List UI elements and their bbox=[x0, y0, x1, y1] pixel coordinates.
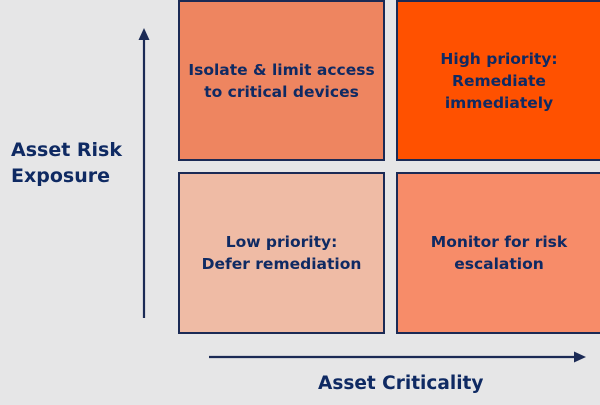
quadrant-text: Monitor for risk escalation bbox=[430, 233, 568, 273]
y-axis-label: Asset Risk Exposure bbox=[11, 139, 122, 187]
quadrant-text: High priority: Remediate immediately bbox=[440, 49, 558, 112]
quadrant-high-priority: High priority: Remediate immediately bbox=[396, 0, 600, 161]
quadrant-isolate-limit-access: Isolate & limit access to critical devic… bbox=[178, 0, 385, 161]
quadrant-low-priority: Low priority: Defer remediation bbox=[178, 172, 385, 334]
quadrant-text: Isolate & limit access to critical devic… bbox=[188, 60, 375, 101]
x-axis-label: Asset Criticality bbox=[318, 373, 484, 394]
quadrant-text: Low priority: Defer remediation bbox=[201, 233, 362, 273]
quadrant-monitor-risk: Monitor for risk escalation bbox=[396, 172, 600, 334]
x-axis-arrow bbox=[209, 351, 586, 363]
